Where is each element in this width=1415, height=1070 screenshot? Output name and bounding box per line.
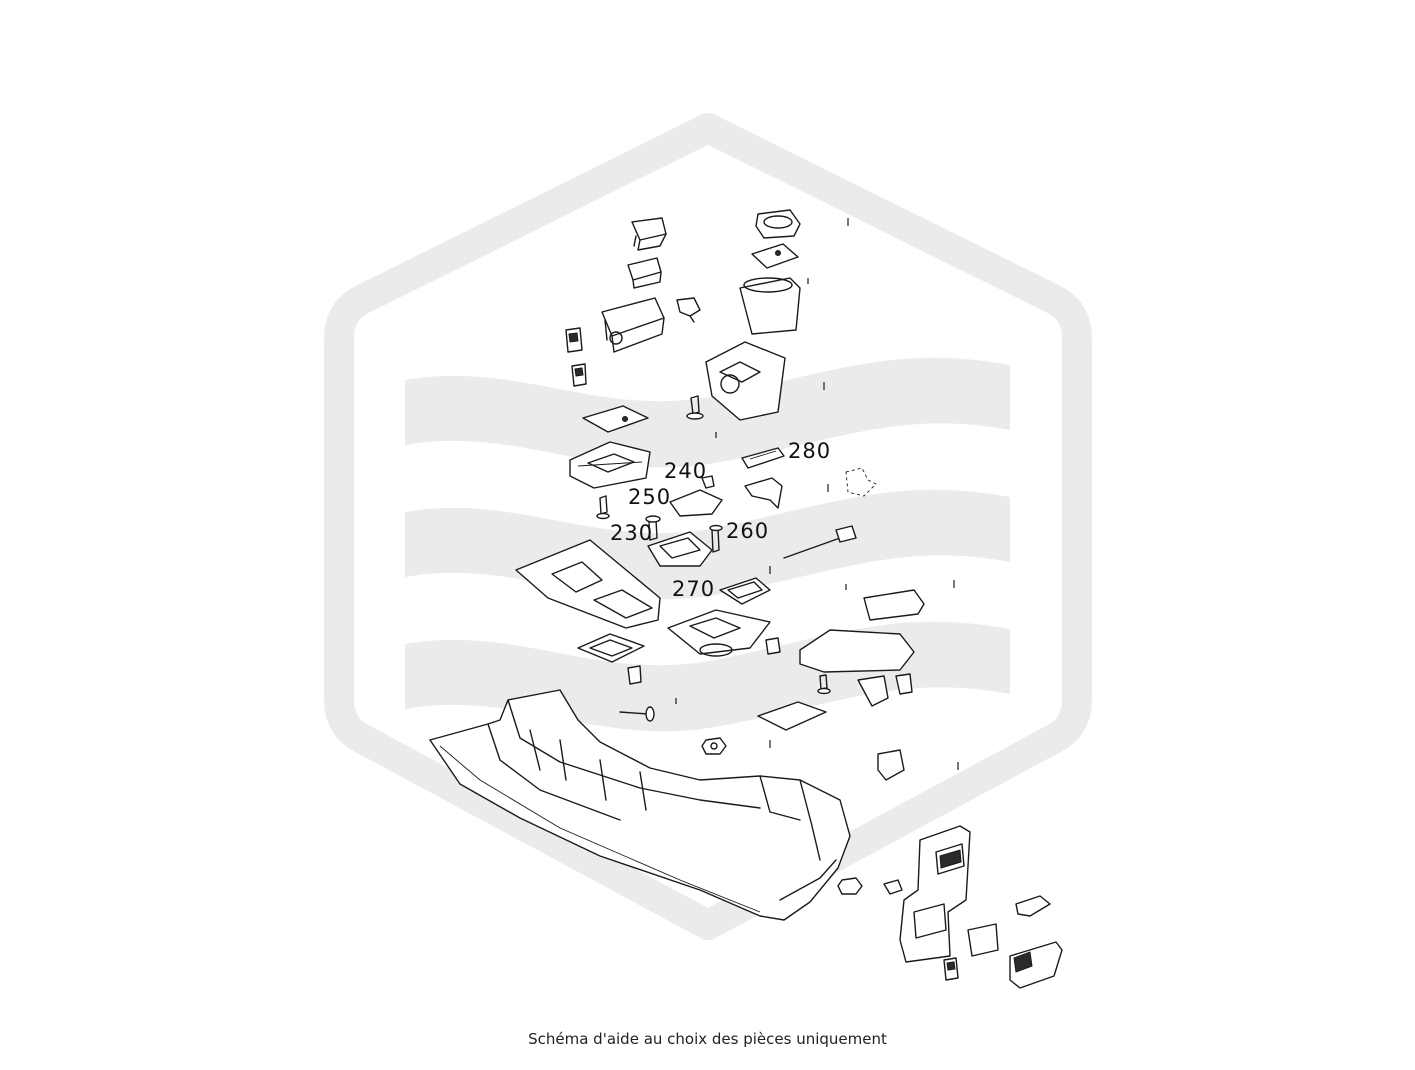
leader-ticks [675, 218, 959, 770]
part-240-clip[interactable] [701, 475, 715, 489]
diagram-caption: Schéma d'aide au choix des pièces unique… [528, 1030, 887, 1048]
part-rear-bin[interactable] [1009, 941, 1063, 989]
part-screw-230[interactable] [596, 495, 610, 520]
part-cup-tray[interactable] [667, 609, 771, 657]
part-console-body[interactable] [429, 689, 851, 921]
part-cable[interactable] [783, 467, 877, 559]
part-latch[interactable] [877, 749, 905, 781]
part-cup-holder-housing[interactable] [705, 341, 786, 421]
part-cup-insert[interactable] [739, 277, 801, 335]
part-250-module[interactable] [669, 489, 723, 517]
watermark-hexagon [324, 113, 1092, 940]
part-rear-switch[interactable] [967, 923, 999, 957]
part-cup-ring[interactable] [755, 209, 801, 239]
callout-250[interactable]: 250 [628, 485, 671, 509]
part-nut-lower[interactable] [837, 877, 863, 895]
part-rear-clip-left[interactable] [883, 879, 903, 895]
part-mat-frame[interactable] [577, 633, 645, 663]
part-armrest-pad[interactable] [863, 589, 925, 621]
callout-260[interactable]: 260 [726, 519, 769, 543]
part-screw-lid[interactable] [817, 674, 831, 695]
part-rear-panel[interactable] [899, 825, 971, 963]
part-storage-bin[interactable] [601, 297, 665, 353]
part-small-tray-2[interactable] [627, 257, 662, 289]
part-storage-mat[interactable] [757, 701, 827, 731]
callout-240[interactable]: 240 [664, 459, 707, 483]
part-rear-bracket[interactable] [1015, 895, 1051, 917]
part-270-frame[interactable] [719, 577, 771, 605]
part-cup-mat[interactable] [751, 243, 799, 269]
part-control-module[interactable] [647, 531, 713, 567]
part-280-bracket[interactable] [744, 477, 783, 509]
part-screw-230b[interactable] [645, 515, 661, 541]
part-hinge[interactable] [857, 673, 913, 707]
part-switch-2[interactable] [571, 363, 587, 387]
part-trim-bezel[interactable] [515, 539, 661, 629]
part-small-tray-top[interactable] [631, 217, 667, 251]
part-tray-mat[interactable] [582, 405, 649, 433]
watermark-wave-1 [405, 357, 1010, 468]
callout-280[interactable]: 280 [788, 439, 831, 463]
part-switch-frame[interactable] [569, 441, 651, 489]
part-clip-right[interactable] [765, 637, 781, 655]
part-screw-260[interactable] [709, 524, 723, 553]
part-screw-top[interactable] [686, 395, 704, 420]
part-clip-lower[interactable] [627, 665, 642, 685]
part-armrest-lid[interactable] [799, 629, 915, 673]
part-bolt[interactable] [619, 706, 655, 722]
callout-230[interactable]: 230 [610, 521, 653, 545]
part-rear-usb[interactable] [943, 957, 959, 981]
part-280-strip[interactable] [741, 447, 785, 469]
part-clip-bracket[interactable] [676, 297, 701, 323]
part-nut[interactable] [701, 737, 727, 755]
part-switch-1[interactable] [565, 327, 583, 353]
callout-labels: 240 250 230 260 270 280 [610, 439, 831, 601]
callout-270[interactable]: 270 [672, 577, 715, 601]
